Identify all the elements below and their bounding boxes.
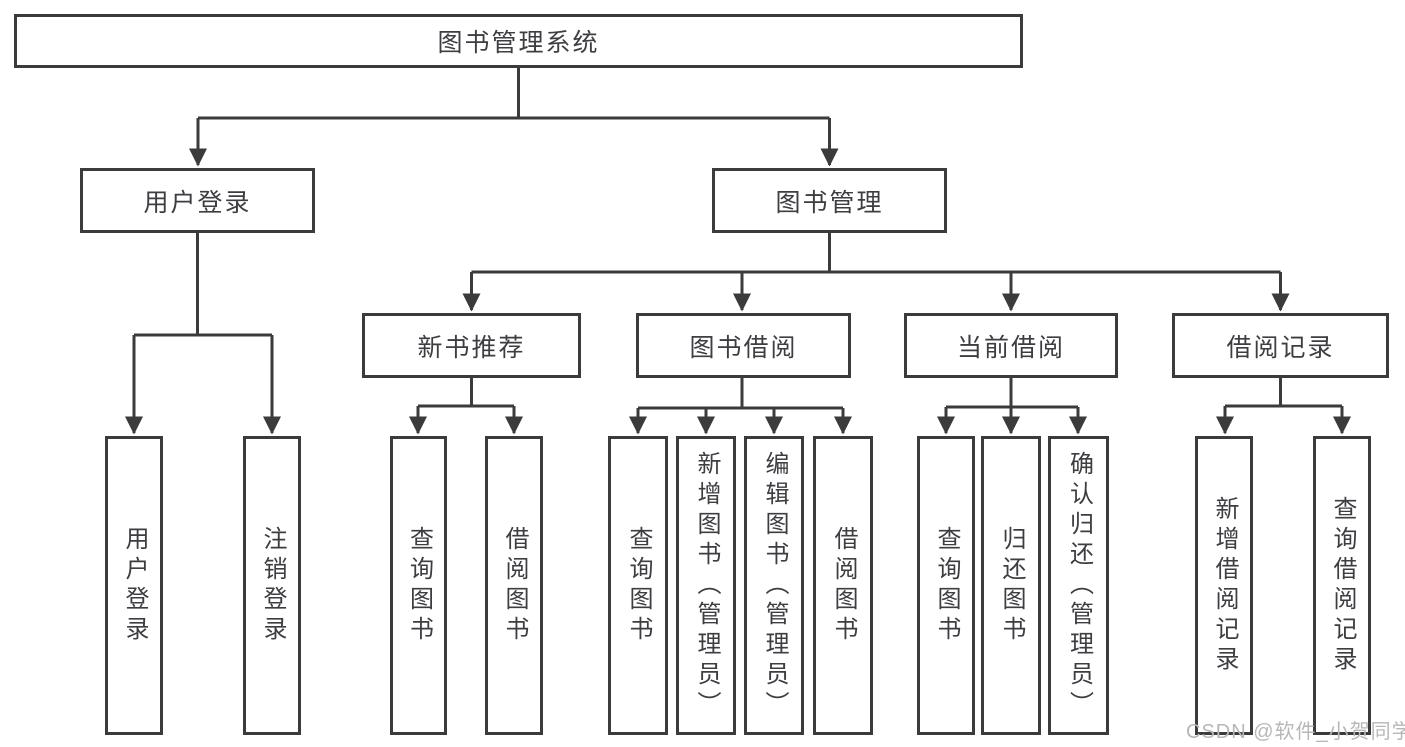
node-library-management-system: 图书管理系统 <box>14 14 1023 68</box>
node-user-login-label: 用户登录 <box>121 525 148 646</box>
node-logout-label: 注销登录 <box>259 525 286 646</box>
node-book-management-group-label: 图书管理 <box>775 188 884 217</box>
node-book-management-group: 图书管理 <box>712 168 947 233</box>
node-book-borrowing: 图书借阅 <box>636 313 851 378</box>
node-borrowing-query-books: 查询图书 <box>608 436 668 735</box>
node-records-add-record-label: 新增借阅记录 <box>1211 495 1238 676</box>
node-borrowing-add-books-admin-label: 新增图书（管理员） <box>693 450 720 721</box>
node-records-add-record: 新增借阅记录 <box>1195 436 1253 735</box>
node-current-return-books-label: 归还图书 <box>998 525 1025 646</box>
node-library-management-system-label: 图书管理系统 <box>437 29 600 57</box>
node-user-login: 用户登录 <box>105 436 163 735</box>
node-recommend-borrow-books: 借阅图书 <box>485 436 543 735</box>
node-records-query-record-label: 查询借阅记录 <box>1329 495 1356 676</box>
node-borrowing-add-books-admin: 新增图书（管理员） <box>676 436 736 735</box>
node-new-book-recommend: 新书推荐 <box>362 313 581 378</box>
node-book-borrowing-label: 图书借阅 <box>689 333 798 362</box>
node-new-book-recommend-label: 新书推荐 <box>417 333 526 362</box>
node-current-query-books-label: 查询图书 <box>933 525 960 646</box>
node-current-borrowing: 当前借阅 <box>904 313 1118 378</box>
node-recommend-query-books-label: 查询图书 <box>405 525 433 646</box>
node-records-query-record: 查询借阅记录 <box>1313 436 1371 735</box>
node-current-query-books: 查询图书 <box>917 436 975 735</box>
node-borrowing-borrow-books-label: 借阅图书 <box>830 525 857 646</box>
node-recommend-borrow-books-label: 借阅图书 <box>501 525 528 646</box>
node-current-borrowing-label: 当前借阅 <box>956 333 1065 362</box>
node-borrowing-edit-books-admin: 编辑图书（管理员） <box>744 436 804 735</box>
node-user-login-group: 用户登录 <box>80 168 315 233</box>
node-borrowing-records-label: 借阅记录 <box>1226 333 1335 362</box>
csdn-watermark: CSDN @软件_小贺同学 <box>1186 721 1405 743</box>
node-borrowing-records: 借阅记录 <box>1172 313 1389 378</box>
node-logout: 注销登录 <box>243 436 301 735</box>
node-current-return-books: 归还图书 <box>981 436 1041 735</box>
node-borrowing-query-books-label: 查询图书 <box>625 525 652 646</box>
node-current-confirm-return-admin: 确认归还（管理员） <box>1048 436 1109 735</box>
node-borrowing-edit-books-admin-label: 编辑图书（管理员） <box>761 450 788 721</box>
node-current-confirm-return-admin-label: 确认归还（管理员） <box>1065 450 1093 721</box>
node-borrowing-borrow-books: 借阅图书 <box>813 436 873 735</box>
node-user-login-group-label: 用户登录 <box>143 188 252 217</box>
node-recommend-query-books: 查询图书 <box>390 436 447 735</box>
